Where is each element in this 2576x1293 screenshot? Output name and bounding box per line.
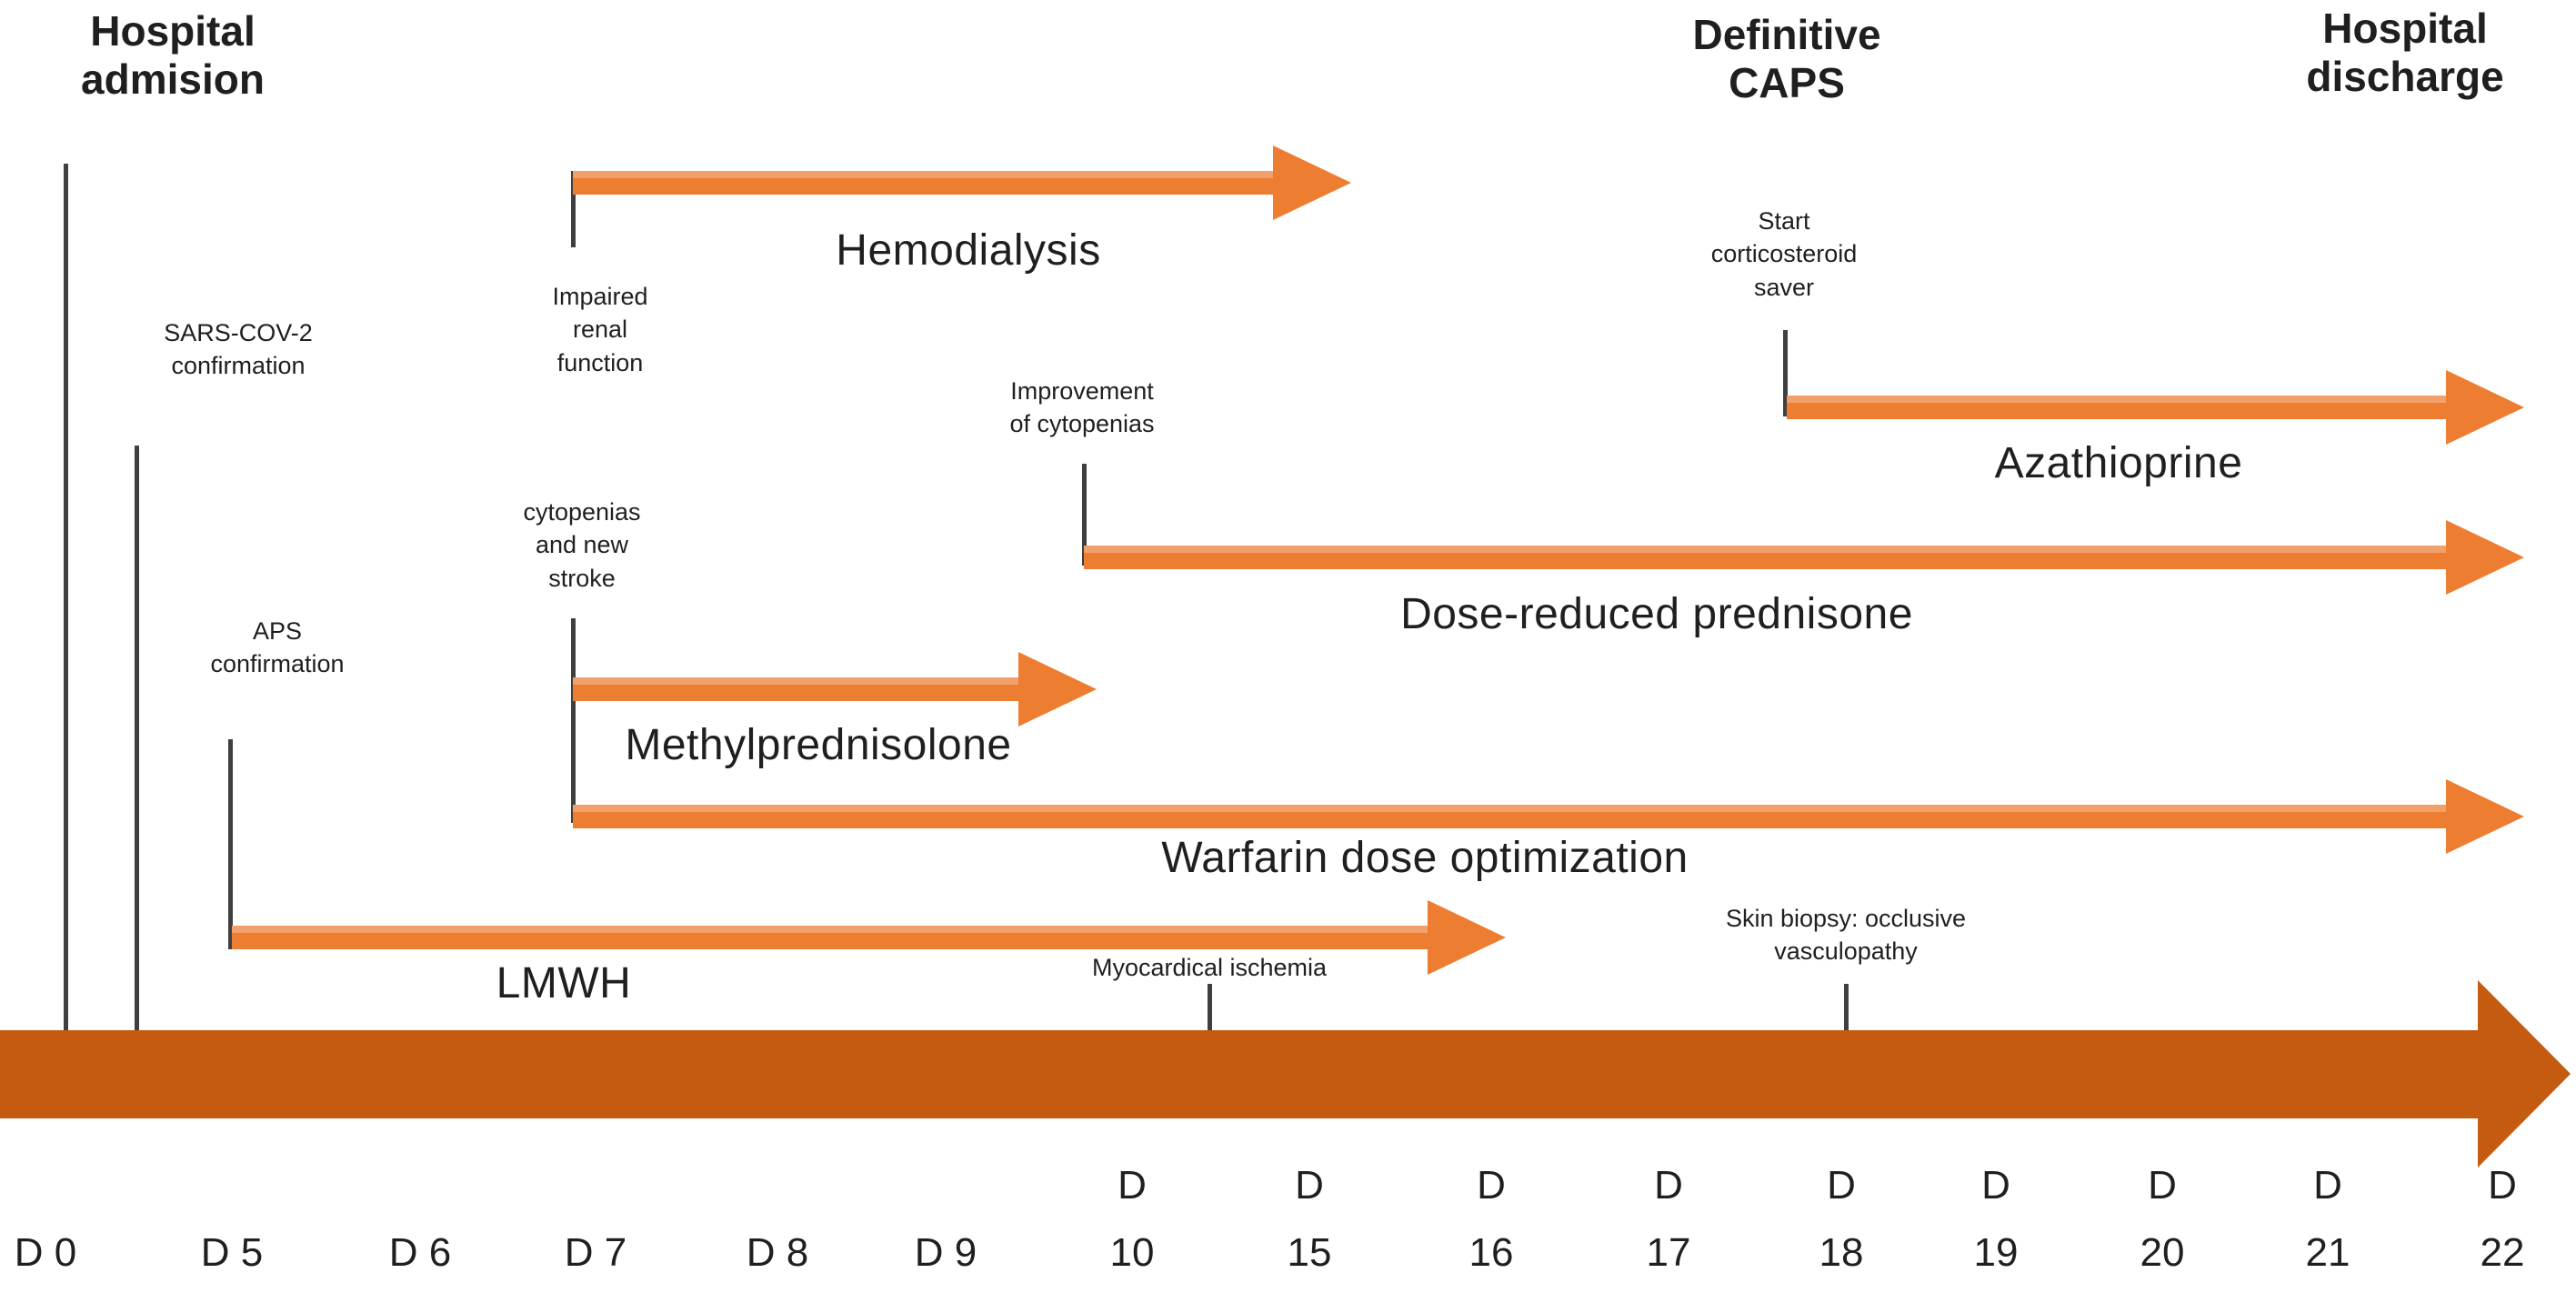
day-line1: D bbox=[1654, 1163, 1683, 1208]
methylprednisolone-label: Methylprednisolone bbox=[625, 721, 1012, 769]
day-line1: D bbox=[1827, 1163, 1856, 1208]
hemodialysis-arrowhead-icon bbox=[1273, 145, 1351, 220]
day-line1 bbox=[201, 1166, 263, 1233]
day-label-d10: D 10 bbox=[1110, 1166, 1155, 1273]
day-label-d22: D 22 bbox=[2481, 1166, 2525, 1273]
renal-function-tick bbox=[571, 171, 576, 247]
methylprednisolone-arrowhead-icon bbox=[1018, 652, 1097, 727]
day-label-d7: D 7 bbox=[565, 1166, 626, 1273]
day-label-d15: D 15 bbox=[1288, 1166, 1332, 1273]
day-label-d8: D 8 bbox=[747, 1166, 808, 1273]
day-line2: 15 bbox=[1287, 1230, 1332, 1275]
day-line2: D 6 bbox=[388, 1230, 452, 1275]
prednisone-arrowhead-icon bbox=[2446, 520, 2524, 595]
impaired-renal-function-label: Impaired renal function bbox=[552, 283, 648, 376]
day-line1: D bbox=[2313, 1163, 2342, 1208]
lmwh-arrow bbox=[232, 926, 1428, 949]
day-label-d16: D 16 bbox=[1469, 1166, 1514, 1273]
day-line2: 10 bbox=[1109, 1230, 1155, 1275]
admission-tick bbox=[64, 164, 68, 1030]
day-label-d5: D 5 bbox=[201, 1166, 263, 1273]
day-line1 bbox=[15, 1166, 76, 1233]
main-timeline-bar bbox=[0, 1030, 2478, 1118]
day-line1 bbox=[565, 1166, 626, 1233]
day-line2: 17 bbox=[1646, 1230, 1691, 1275]
warfarin-arrowhead-icon bbox=[2446, 779, 2524, 854]
skin-biopsy-label: Skin biopsy: occlusive vasculopathy bbox=[1725, 905, 1967, 966]
hemodialysis-label: Hemodialysis bbox=[836, 226, 1101, 275]
day-line2: 20 bbox=[2140, 1230, 2185, 1275]
day-line1: D bbox=[1295, 1163, 1324, 1208]
lmwh-arrowhead-icon bbox=[1428, 900, 1506, 975]
improvement-tick bbox=[1082, 464, 1087, 566]
myocardial-ischemia-label: Myocardical ischemia bbox=[1091, 954, 1328, 981]
day-line2: D 0 bbox=[14, 1230, 77, 1275]
main-timeline-arrowhead-icon bbox=[2478, 980, 2571, 1168]
aps-confirmation-tick bbox=[228, 739, 233, 949]
day-line1 bbox=[915, 1166, 977, 1233]
sars-confirmation-tick bbox=[135, 446, 139, 1030]
day-line1: D bbox=[2148, 1163, 2177, 1208]
day-label-d9: D 9 bbox=[915, 1166, 977, 1273]
day-line2: 19 bbox=[1973, 1230, 2019, 1275]
day-line2: D 9 bbox=[914, 1230, 977, 1275]
azathioprine-arrow bbox=[1787, 396, 2446, 419]
warfarin-arrow bbox=[573, 805, 2446, 828]
day-label-d18: D 18 bbox=[1819, 1166, 1864, 1273]
start-corticosteroid-saver-label: Start corticosteroid saver bbox=[1710, 207, 1858, 301]
hemodialysis-arrow bbox=[573, 171, 1273, 195]
day-line2: 22 bbox=[2480, 1230, 2525, 1275]
day-line1 bbox=[389, 1166, 451, 1233]
day-line1: D bbox=[1477, 1163, 1506, 1208]
day-line1: D bbox=[1981, 1163, 2010, 1208]
day-line2: 16 bbox=[1468, 1230, 1514, 1275]
day-label-d20: D 20 bbox=[2140, 1166, 2185, 1273]
azathioprine-arrowhead-icon bbox=[2446, 370, 2524, 445]
day-line2: D 5 bbox=[200, 1230, 264, 1275]
methylprednisolone-arrow bbox=[573, 677, 1018, 701]
day-line1 bbox=[747, 1166, 808, 1233]
prednisone-arrow bbox=[1084, 546, 2446, 569]
myocardial-ischemia-tick bbox=[1208, 984, 1212, 1030]
sars-confirmation-label: SARS-COV-2 confirmation bbox=[164, 319, 313, 380]
hospital-discharge-title: Hospital discharge bbox=[2306, 5, 2504, 100]
warfarin-dose-optimization-label: Warfarin dose optimization bbox=[1161, 834, 1689, 882]
day-line2: 18 bbox=[1819, 1230, 1864, 1275]
day-line1: D bbox=[1118, 1163, 1147, 1208]
day-line2: D 7 bbox=[564, 1230, 627, 1275]
skin-biopsy-tick bbox=[1844, 984, 1849, 1030]
day-label-d21: D 21 bbox=[2306, 1166, 2350, 1273]
definitive-caps-title: Definitive CAPS bbox=[1692, 11, 1881, 106]
aps-confirmation-label: APS confirmation bbox=[210, 617, 345, 678]
day-label-d19: D 19 bbox=[1974, 1166, 2019, 1273]
day-label-d17: D 17 bbox=[1647, 1166, 1691, 1273]
day-label-d0: D 0 bbox=[15, 1166, 76, 1273]
lmwh-label: LMWH bbox=[496, 959, 632, 1007]
day-line2: 21 bbox=[2305, 1230, 2350, 1275]
day-label-d6: D 6 bbox=[389, 1166, 451, 1273]
improvement-cytopenias-label: Improvement of cytopenias bbox=[1009, 377, 1155, 438]
cytopenias-new-stroke-label: cytopenias and new stroke bbox=[523, 498, 641, 592]
day-line2: D 8 bbox=[746, 1230, 809, 1275]
cytopenias-tick bbox=[571, 618, 576, 823]
dose-reduced-prednisone-label: Dose-reduced prednisone bbox=[1400, 590, 1913, 638]
day-line1: D bbox=[2488, 1163, 2517, 1208]
azathioprine-label: Azathioprine bbox=[1994, 439, 2243, 487]
corticosteroid-tick bbox=[1783, 330, 1788, 416]
hospital-admission-title: Hospital admision bbox=[81, 7, 265, 103]
